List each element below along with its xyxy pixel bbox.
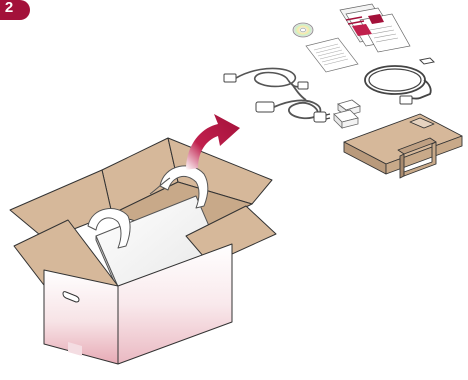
cable-holder-icon (334, 100, 360, 128)
cd-icon (293, 23, 313, 37)
document-icon (306, 38, 358, 72)
power-cord-icon (256, 84, 330, 122)
lan-cable-icon (365, 58, 434, 104)
step-number: 2 (5, 0, 13, 16)
cardboard-insert-icon (344, 114, 462, 178)
step-badge: 2 (0, 0, 30, 20)
usb-cable-icon (224, 68, 308, 89)
document-stack-icon (340, 4, 410, 52)
